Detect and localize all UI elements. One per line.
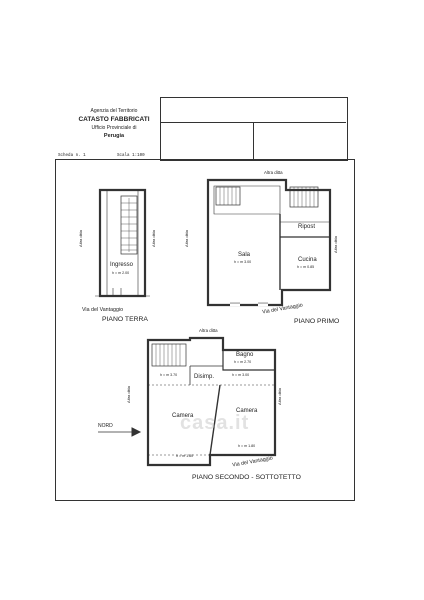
room-camera-left: Camera <box>172 413 194 419</box>
floor-title-secondo: PIANO SECONDO - SOTTOTETTO <box>192 474 301 481</box>
piano-secondo-plan <box>146 336 277 467</box>
altra-ditta-primo-top: Altra ditta <box>264 170 283 175</box>
altra-ditta-secondo-left: Altra ditta <box>125 386 131 403</box>
height-disimp-right: h = m 3.00 <box>232 373 250 377</box>
height-cucina: h = m 0.85 <box>297 265 315 269</box>
floor-title-primo: PIANO PRIMO <box>294 318 340 325</box>
height-ingresso: h = m 2.00 <box>112 271 130 275</box>
floor-title-terra: PIANO TERRA <box>102 316 148 323</box>
north-arrow <box>98 427 142 437</box>
altra-ditta-primo-left: Altra ditta <box>183 230 189 247</box>
street-label-terra: Via del Vantaggio <box>82 307 124 313</box>
room-bagno: Bagno <box>236 352 254 358</box>
room-disimp: Disimp. <box>194 374 215 380</box>
height-bagno: h = m 2.70 <box>234 360 252 364</box>
room-ripost: Ripost <box>298 224 316 230</box>
header-divider-vertical <box>253 122 254 159</box>
piano-terra-plan <box>95 188 150 298</box>
ufficio-label: Ufficio Provinciale di <box>91 125 137 131</box>
watermark: casa.it <box>180 412 250 434</box>
room-camera-right: Camera <box>236 408 258 414</box>
scheda-label: Scheda n. 1 <box>58 154 86 158</box>
altra-ditta-secondo-right: Altra ditta <box>276 388 282 405</box>
altra-ditta-secondo-top: Altra ditta <box>199 328 218 333</box>
altra-ditta-terra-right: Altra ditta <box>150 230 156 247</box>
height-camera-left: h = m 1.80 <box>176 454 194 458</box>
height-camera-right: h = m 1.80 <box>238 444 256 448</box>
north-label: NORD <box>98 423 113 429</box>
room-cucina: Cucina <box>298 257 317 263</box>
height-sala: h = m 3.00 <box>234 260 252 264</box>
altra-ditta-primo-right: Altra ditta <box>332 236 338 253</box>
height-disimp-left: h = m 3.70 <box>160 373 178 377</box>
agency-name: Agenzia del Territorio <box>90 108 138 114</box>
catasto-title: CATASTO FABBRICATI <box>78 116 150 123</box>
altra-ditta-terra-left: Altra ditta <box>77 230 83 247</box>
header-box <box>160 97 348 161</box>
room-sala: Sala <box>238 252 251 258</box>
piano-primo-plan <box>206 178 332 307</box>
room-ingresso: Ingresso <box>110 262 134 268</box>
city-label: Perugia <box>103 133 125 139</box>
sheet-frame <box>55 159 355 501</box>
scale-label: Scala 1:100 <box>117 154 145 158</box>
